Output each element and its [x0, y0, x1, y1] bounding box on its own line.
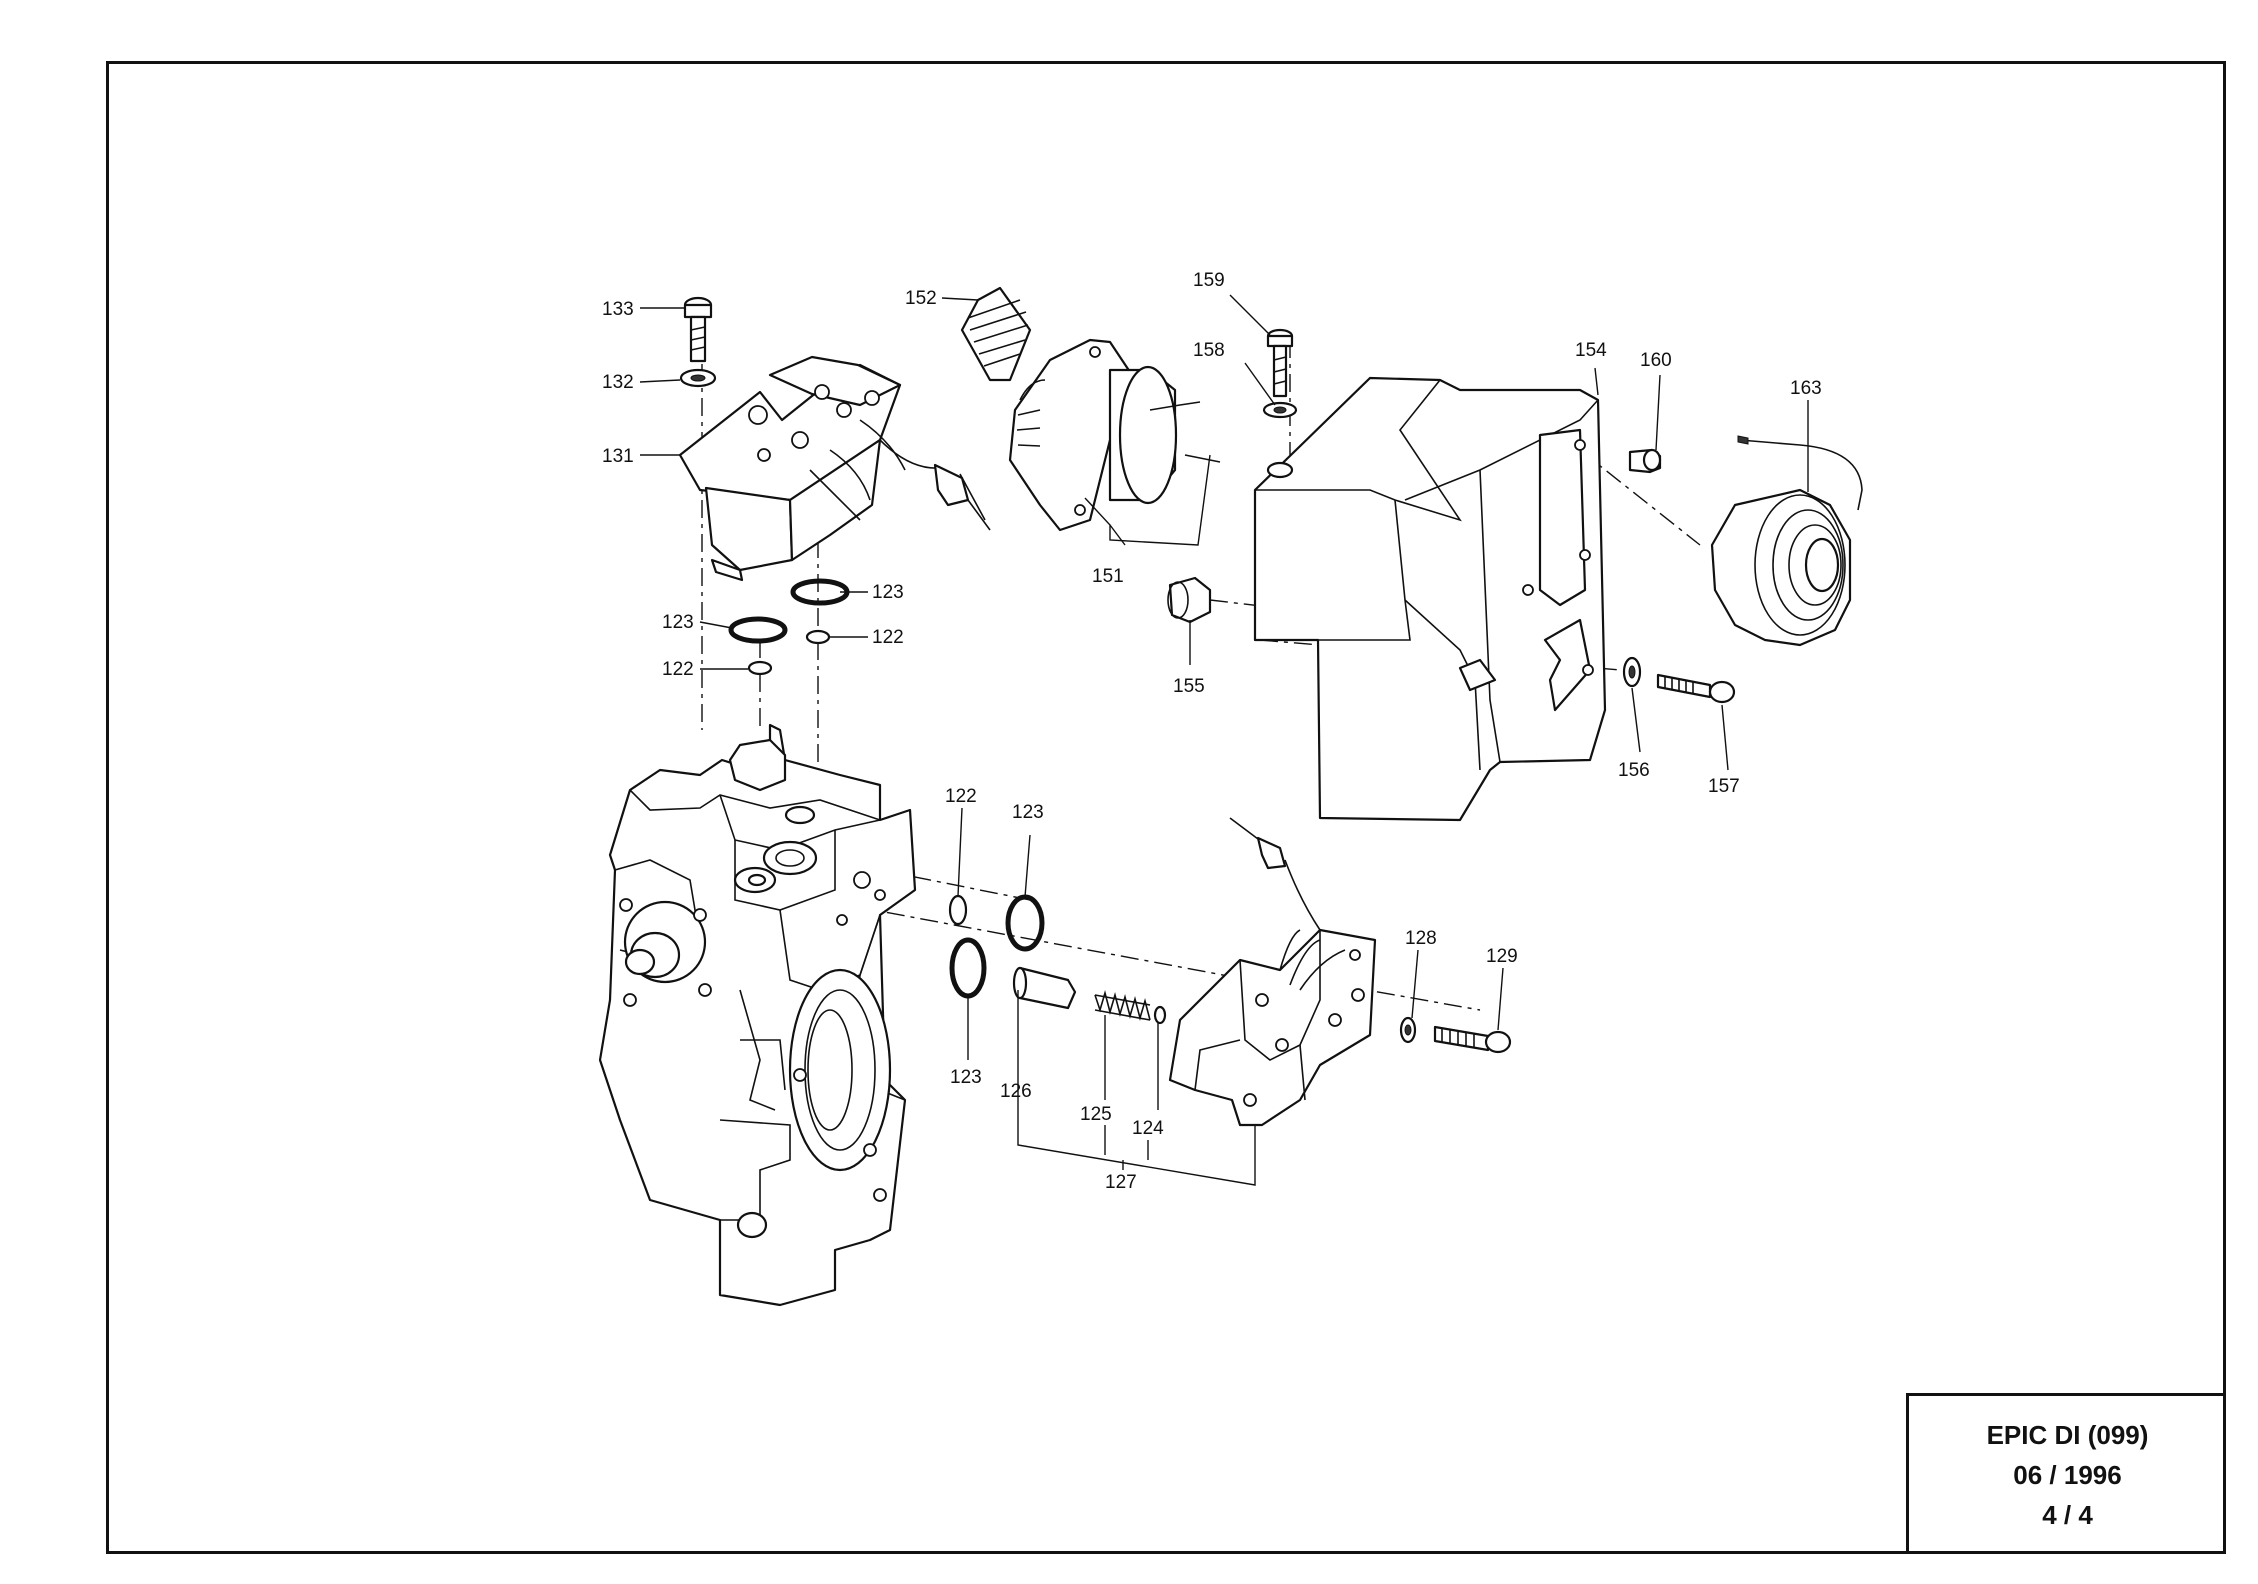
label-131: 131: [602, 446, 634, 467]
part-128-washer: [1399, 1016, 1417, 1044]
part-132-washer: [679, 368, 717, 388]
label-128: 128: [1405, 928, 1437, 949]
title-block: EPIC DI (099) 06 / 1996 4 / 4: [1906, 1393, 2226, 1554]
label-124: 124: [1132, 1118, 1164, 1139]
label-123: 123: [950, 1067, 982, 1088]
part-152-filter-screen: [960, 286, 1032, 382]
wire-connector-upper: [879, 439, 991, 531]
solenoid-bracket-lower: [1168, 928, 1377, 1127]
part-159-screw: [1266, 328, 1294, 398]
part-157-screw: [1656, 673, 1736, 704]
part-156-washer: [1622, 656, 1642, 688]
label-154: 154: [1575, 340, 1607, 361]
label-158: 158: [1193, 340, 1225, 361]
page-number: 4 / 4: [2042, 1500, 2093, 1530]
label-122: 122: [872, 627, 904, 648]
leader-lines: [639, 294, 1809, 1186]
label-122: 122: [945, 786, 977, 807]
label-122: 122: [662, 659, 694, 680]
upper-seal-rings: [728, 578, 850, 676]
model-designation: EPIC DI (099): [1986, 1420, 2149, 1450]
label-156: 156: [1618, 760, 1650, 781]
label-152: 152: [905, 288, 937, 309]
part-163-cap: [1710, 435, 1863, 647]
part-125-spring: [1094, 990, 1151, 1021]
part-124-pin: [1153, 1005, 1167, 1025]
part-133-bolt: [683, 296, 713, 363]
pump-housing: [598, 723, 917, 1307]
issue-date: 06 / 1996: [2013, 1460, 2122, 1490]
part-126-piston: [1012, 966, 1077, 1010]
label-163: 163: [1790, 378, 1822, 399]
part-154-cover: [1253, 376, 1607, 822]
label-159: 159: [1193, 270, 1225, 291]
label-127: 127: [1105, 1172, 1137, 1193]
part-131-solenoid-block: [678, 355, 906, 582]
label-123: 123: [662, 612, 694, 633]
label-125: 125: [1080, 1104, 1112, 1125]
part-labels: 133 132 131 123 123 122 122 152 151 159 …: [602, 270, 1822, 1193]
label-133: 133: [602, 299, 634, 320]
label-126: 126: [1000, 1081, 1032, 1102]
wire-connector-lower: [1229, 817, 1321, 931]
part-151-flange: [1008, 338, 1221, 532]
label-160: 160: [1640, 350, 1672, 371]
part-155-sleeve: [1167, 576, 1212, 624]
label-123: 123: [1012, 802, 1044, 823]
label-129: 129: [1486, 946, 1518, 967]
part-129-screw: [1433, 1025, 1512, 1054]
label-132: 132: [602, 372, 634, 393]
label-155: 155: [1173, 676, 1205, 697]
label-157: 157: [1708, 776, 1740, 797]
part-158-washer: [1262, 401, 1298, 419]
label-123: 123: [872, 582, 904, 603]
label-151: 151: [1092, 566, 1124, 587]
drawing-frame: [106, 61, 2226, 1554]
part-160-screw: [1628, 448, 1662, 474]
